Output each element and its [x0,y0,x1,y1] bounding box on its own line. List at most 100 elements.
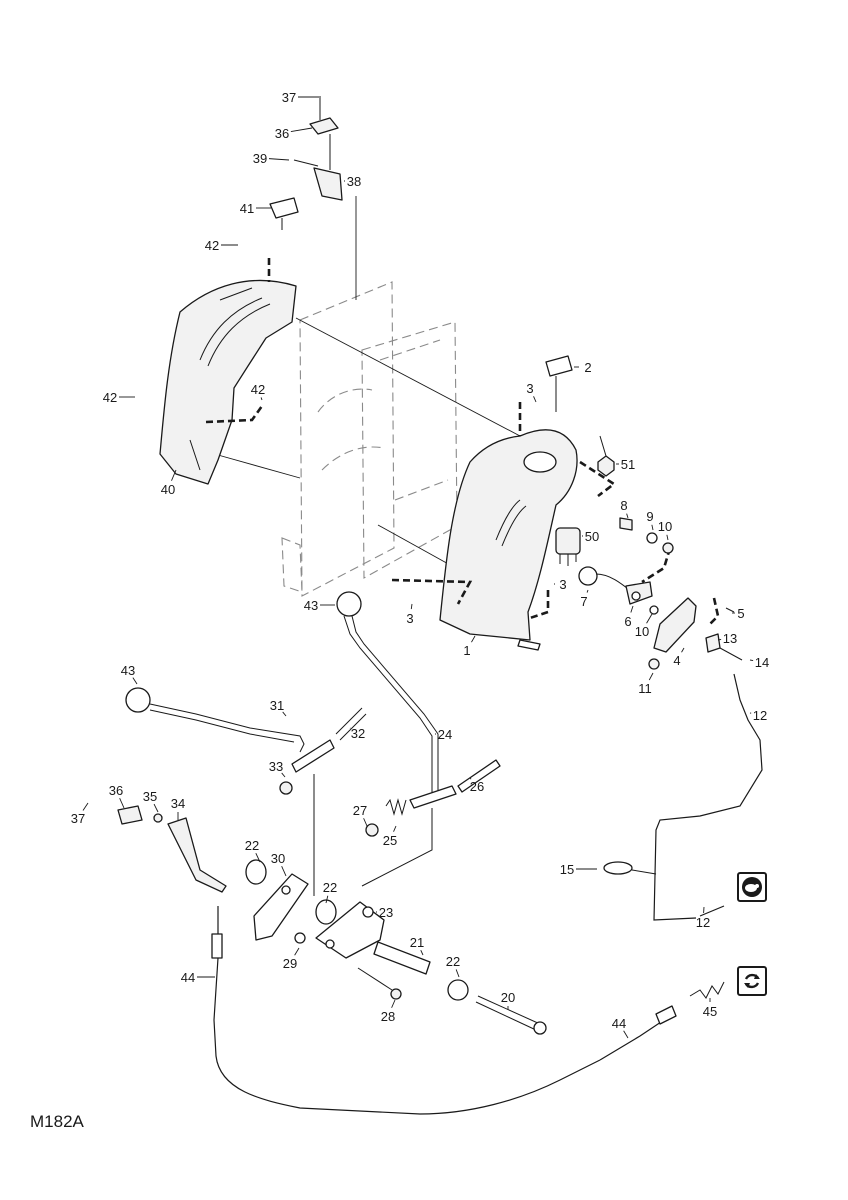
callout-number-c27: 27 [353,803,367,818]
callout-leader-c11 [648,672,654,681]
callout-leader-c36b [119,798,125,809]
callout-leader-c40 [171,469,177,481]
callout-leader-c25 [393,825,397,832]
callout-number-c51: 51 [621,457,635,472]
callout-leader-c29 [294,947,300,956]
callout-number-c22c: 22 [446,954,460,969]
callout-leader-c26 [469,777,472,780]
callout-leader-c35 [153,803,159,813]
callout-leader-c37b [82,802,89,811]
callout-number-c10a: 10 [658,519,672,534]
assembly-dashes [205,258,720,627]
callout-number-c30: 30 [271,851,285,866]
switch-bracket [117,805,227,893]
throttle-linkage-right [578,517,743,670]
callout-number-c31: 31 [270,698,284,713]
callout-number-c6: 6 [624,614,631,629]
right-side-console [439,429,578,651]
callout-number-c15: 15 [560,862,574,877]
callout-number-c36b: 36 [109,783,123,798]
diagram-code: M182A [30,1112,84,1131]
callout-leader-c28 [391,999,396,1008]
callout-leader-c43b [132,677,138,685]
callout-number-c7: 7 [580,594,587,609]
callout-leader-c9 [651,524,654,531]
callout-leader-c42b [260,397,263,401]
callout-leader-c13 [717,639,722,641]
callout-number-c5: 5 [737,606,744,621]
callout-number-c39: 39 [253,151,267,166]
callout-number-c12b: 12 [696,915,710,930]
callout-leader-c3a [533,396,537,403]
callout-leader-c31 [282,711,287,717]
callout-number-c44a: 44 [181,970,195,985]
callout-number-c36a: 36 [275,126,289,141]
callout-number-c20: 20 [501,990,515,1005]
frame-plate-ghost [281,281,458,597]
callout-number-c42b: 42 [251,382,265,397]
callout-number-c2: 2 [584,360,591,375]
callout-number-c22b: 22 [323,880,337,895]
callout-leader-c22a [255,852,261,863]
callout-leader-c44b [623,1030,629,1039]
callout-leader-c3c [410,603,413,610]
callout-number-c1: 1 [463,643,470,658]
callout-number-c10b: 10 [635,624,649,639]
callout-number-c12a: 12 [753,708,767,723]
callout-leader-c22c [455,969,460,978]
ptomower-lever [125,687,367,795]
callout-number-c9: 9 [646,509,653,524]
callout-number-c28: 28 [381,1009,395,1024]
callout-number-c29: 29 [283,956,297,971]
callout-number-c23: 23 [379,905,393,920]
callout-number-c34: 34 [171,796,185,811]
return-spring [365,798,407,837]
callout-leader-c6 [630,605,634,613]
callout-leader-c39 [268,158,290,161]
callout-number-c38: 38 [347,174,361,189]
callout-number-c50: 50 [585,529,599,544]
callout-number-c42a: 42 [205,238,219,253]
callout-leader-c1 [471,635,476,643]
callout-number-c45: 45 [703,1004,717,1019]
callout-number-c8: 8 [620,498,627,513]
callout-leader-c36a [290,127,313,132]
callout-number-c13: 13 [723,631,737,646]
upper-switch-assembly [293,96,343,201]
callout-leader-c27 [363,818,368,827]
callout-number-c33: 33 [269,759,283,774]
callout-number-c42c: 42 [103,390,117,405]
callout-number-c32: 32 [351,726,365,741]
callout-number-c37b: 37 [71,811,85,826]
pivot-assembly [245,774,547,1035]
callout-number-c3b: 3 [559,577,566,592]
callout-number-c43b: 43 [121,663,135,678]
turtle-speed-icon [737,872,767,902]
cycle-arrows-icon [737,966,767,996]
callout-number-c14: 14 [755,655,769,670]
callout-leader-c14 [749,659,754,661]
callout-number-c25: 25 [383,833,397,848]
callout-number-c22a: 22 [245,838,259,853]
callout-number-c4: 4 [673,653,680,668]
callout-number-c3c: 3 [406,611,413,626]
callout-leader-c10a [666,534,669,541]
callout-number-c21: 21 [410,935,424,950]
left-side-console [159,279,297,485]
callout-number-c43a: 43 [304,598,318,613]
callout-number-c41: 41 [240,201,254,216]
callout-leader-c21 [420,949,424,956]
callout-number-c37a: 37 [282,90,296,105]
callout-number-c40: 40 [161,482,175,497]
callout-number-c35: 35 [143,789,157,804]
ignition-switch [555,435,615,566]
callout-leader-c7 [586,589,589,593]
callout-number-c3a: 3 [526,381,533,396]
callout-leader-c4 [681,647,685,653]
control-cables [211,673,763,1115]
callout-leader-c22b [325,895,329,904]
callout-leader-c30 [281,866,287,877]
callout-leader-c8 [626,513,629,519]
